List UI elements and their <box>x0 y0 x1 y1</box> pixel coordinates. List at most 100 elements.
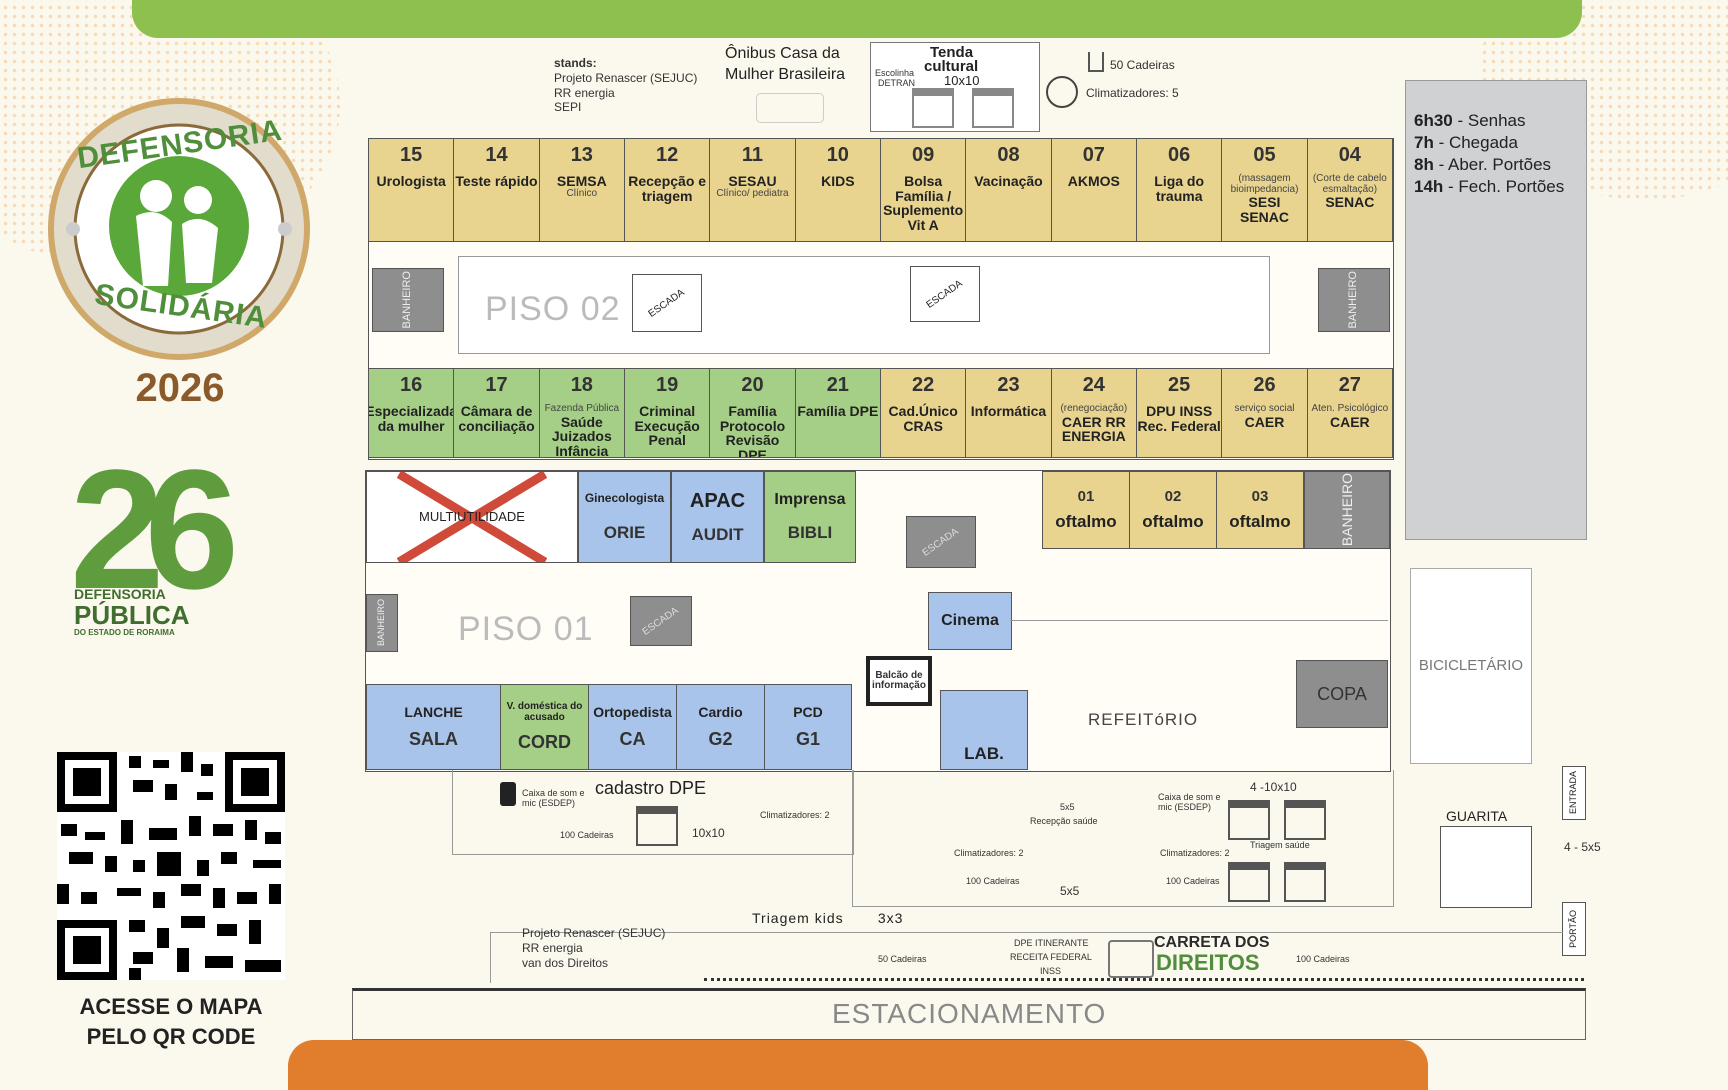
lab-room[interactable]: LAB. <box>940 690 1028 770</box>
renascer-vans-area <box>490 932 1563 983</box>
stands-title: stands: <box>554 56 597 70</box>
tent-10x10-label: 10x10 <box>692 826 725 840</box>
copa-room[interactable]: COPA <box>1296 660 1388 728</box>
room-number: 08 <box>997 144 1020 166</box>
tent-5x5-label-a: 5x5 <box>1060 802 1075 812</box>
chairs-50-label: 50 Cadeiras <box>878 954 927 964</box>
room-subtitle: serviço social <box>1234 403 1295 414</box>
bathroom-piso2-right[interactable]: BANHEIRO <box>1318 268 1390 332</box>
room-label: Cad.Único CRAS <box>888 403 958 434</box>
stands-item-1: Projeto Renascer (SEJUC) <box>554 71 698 85</box>
event-year: 2026 <box>135 366 225 410</box>
multiutilidade-room[interactable]: MULTIUTILIDADE <box>366 471 578 563</box>
room-24[interactable]: 24(renegociação)CAER RR ENERGIA <box>1050 368 1137 458</box>
room-number: 10 <box>826 144 849 166</box>
room-label: Urologista <box>376 173 446 189</box>
stands-item-3: SEPI <box>554 100 582 114</box>
portao-gate[interactable]: PORTÃO <box>1562 902 1586 956</box>
tent-icon <box>1284 800 1326 840</box>
recepcao-saude-label: Recepção saúde <box>1030 816 1098 826</box>
entrada-gate[interactable]: ENTRADA <box>1562 766 1586 820</box>
room-label: CAER RR ENERGIA <box>1061 413 1126 445</box>
speaker-label-b: Caixa de som e mic (ESDEP) <box>1158 792 1221 812</box>
stair-piso1-center[interactable]: ESCADA <box>906 516 976 568</box>
bathroom-piso1-left[interactable]: BANHEIRO <box>366 594 398 652</box>
balcao-informacao[interactable]: Balcão de informação <box>866 656 932 706</box>
room-label: KIDS <box>821 173 855 189</box>
room-subtitle: Clínico <box>566 187 598 199</box>
piso-01-label: PISO 01 <box>458 610 594 648</box>
refeitorio-area <box>1010 620 1388 771</box>
room-label: SESAU <box>728 173 777 189</box>
room-label: Teste rápido <box>455 173 538 189</box>
room-05[interactable]: 05 (massagem bioimpedancia)SESI SENAC <box>1221 138 1308 242</box>
schedule-row: 6h30 - Senhas <box>1414 111 1526 130</box>
bathroom-piso2-left[interactable]: BANHEIRO <box>372 268 444 332</box>
qr-caption-line1: ACESSE O MAPA <box>79 994 263 1019</box>
room-number: 12 <box>656 144 679 166</box>
room-number: 24 <box>1082 374 1105 396</box>
room-subtitle: Fazenda Pública <box>544 403 620 414</box>
tenda-size: 10x10 <box>944 73 980 88</box>
itinerante-line-1: DPE ITINERANTE <box>1014 938 1089 948</box>
room-label: Bolsa Família / Suplemento Vit A <box>883 173 964 234</box>
carreta-label-1: CARRETA DOS <box>1154 934 1270 951</box>
renascer-line-2: RR energia <box>522 941 583 955</box>
room-label: SESI SENAC <box>1239 194 1289 225</box>
bathroom-piso1-right[interactable]: BANHEIRO <box>1304 471 1390 549</box>
room-label: Saúde Juizados Infância <box>551 413 612 458</box>
bus-icon <box>756 93 824 123</box>
room-label: Liga do trauma <box>1154 173 1205 204</box>
room-label: PCD <box>793 704 823 721</box>
room-label: Ortopedista <box>593 704 672 721</box>
room-number: 22 <box>912 374 935 396</box>
wavy-fence <box>704 978 1584 985</box>
stair-piso1-left[interactable]: ESCADA <box>630 596 692 646</box>
stair-piso2-a[interactable]: ESCADA <box>632 274 702 332</box>
room-label: CAER <box>1329 413 1370 430</box>
schedule-row: 7h - Chegada <box>1414 133 1518 152</box>
piso-02-label: PISO 02 <box>485 290 621 328</box>
cinema-room[interactable]: Cinema <box>928 592 1012 650</box>
room-04[interactable]: 04(Corte de cabelo esmaltação)SENAC <box>1306 138 1393 242</box>
room-number: 05 <box>1253 144 1276 166</box>
stair-piso2-b[interactable]: ESCADA <box>910 266 980 322</box>
qr-code[interactable] <box>57 752 285 980</box>
room-subtitle: (massagem bioimpedancia) <box>1230 173 1299 195</box>
tent-5x5-label-b: 5x5 <box>1060 884 1080 898</box>
piso-02-corridor <box>458 256 1270 354</box>
